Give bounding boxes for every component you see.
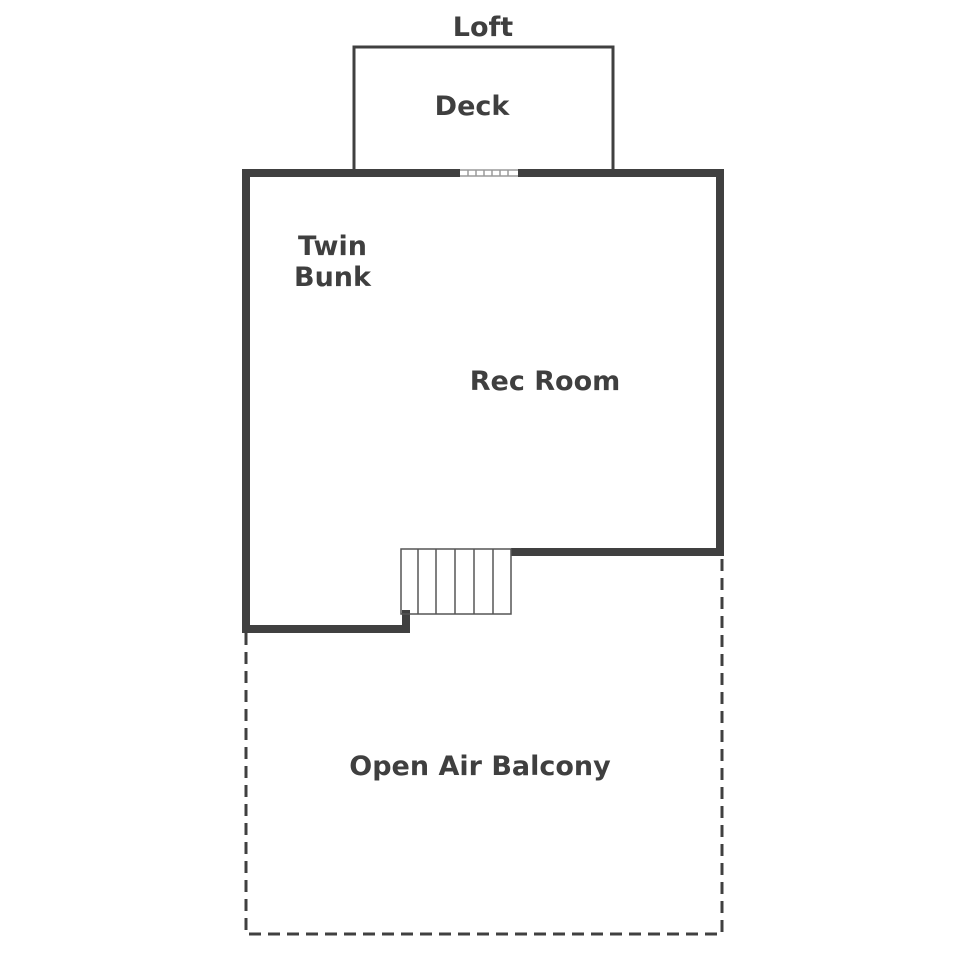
balcony-outline	[244, 556, 724, 936]
stairs	[400, 548, 512, 615]
rec-room-walls-right	[511, 169, 724, 556]
plan-title: Loft	[452, 12, 514, 43]
room-label-twin-bunk-line1: Twin	[298, 231, 367, 262]
deck-door	[460, 169, 518, 177]
room-label-twin-bunk-line2: Bunk	[294, 262, 371, 293]
room-label-rec-room: Rec Room	[469, 366, 621, 397]
room-label-balcony: Open Air Balcony	[349, 751, 611, 782]
room-label-twin-bunk: Twin Bunk	[294, 231, 371, 293]
room-label-deck: Deck	[434, 91, 510, 122]
